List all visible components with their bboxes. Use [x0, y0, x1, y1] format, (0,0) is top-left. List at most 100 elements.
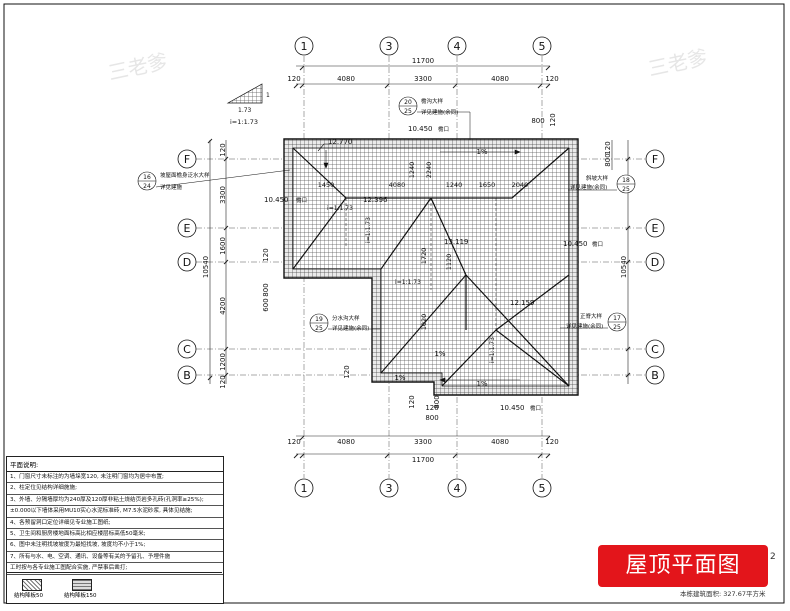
note-line: 6、图中未注明找坡坡度为最短找坡, 坡度均不小于1%;	[7, 540, 223, 552]
note-line: 工时按与各专业施工图配合实施, 严禁事后凿打;	[7, 563, 223, 575]
dim-left-2: 1600	[219, 237, 227, 255]
roof-dim-8: 1020	[420, 314, 428, 331]
roof-dim-3: 1650	[479, 181, 496, 189]
legend: 结构降板50 结构降板150	[6, 572, 222, 603]
axis-label-right-F: F	[652, 153, 658, 166]
dim-top-0: 120	[287, 75, 300, 83]
dim-left-3: 4200	[219, 297, 227, 315]
axis-label-left-B: B	[183, 369, 191, 382]
notes-title: 平面说明:	[7, 457, 223, 472]
axis-label-right-B: B	[651, 369, 659, 382]
building-area: 本栋建筑面积: 327.67平方米	[680, 590, 766, 598]
callout-lm-den: 25	[315, 325, 323, 332]
callout-top-num: 20	[404, 99, 412, 106]
dim-bottom-total: 11700	[412, 456, 434, 464]
axis-label-left-C: C	[183, 343, 191, 356]
note-line: 7、所有与水、电、空调、通讯、设备等有关的予留孔、予埋件施	[7, 552, 223, 564]
roof-dim-7: 1120	[445, 254, 453, 271]
callout-top-den: 25	[404, 108, 412, 115]
callout-rm-title: 正脊大样	[580, 312, 603, 320]
roof-dim-9: 1720	[420, 248, 428, 265]
axis-label-right-E: E	[652, 222, 659, 235]
gradient-2: i=1:1.73	[395, 279, 421, 286]
legend-label-150: 结构降板150	[64, 593, 97, 599]
dim-bottom-2: 3300	[414, 438, 432, 446]
legend-swatch-50	[22, 579, 42, 591]
dim-right-total: 10540	[620, 256, 628, 278]
elev-ridge-mid: 12.396	[363, 196, 388, 204]
notes-table: 平面说明: 1、门窗尺寸未标注的为墙垛宽120, 未注明门窗均为居中布置; 2、…	[6, 456, 224, 604]
axis-label-top-1: 1	[301, 40, 308, 53]
dim-bottom-4: 120	[545, 438, 558, 446]
elev-eave-bottom: 10.450	[500, 404, 525, 412]
dim-bottom-1: 4080	[337, 438, 355, 446]
axis-label-right-C: C	[651, 343, 659, 356]
roof-dim-5: 1240	[408, 162, 416, 179]
note-line: 5、卫生间和厨房楼地面标高比相应楼层标高低50毫米;	[7, 529, 223, 541]
callout-rm-num: 17	[613, 315, 621, 322]
dim-left-inner-0: 120	[262, 248, 270, 261]
svg-text:1: 1	[266, 92, 270, 99]
roof-dim-4: 2040	[512, 181, 529, 189]
elev-eave-right-tag: 檐口	[592, 240, 603, 248]
axis-label-bottom-5: 5	[539, 482, 546, 495]
slope-3: 1%	[434, 350, 445, 358]
drawing-title-badge: 屋顶平面图	[598, 545, 768, 587]
gradient-1: i=1:1.73	[365, 217, 372, 243]
dim-extra-1: 120	[549, 113, 557, 126]
axis-label-top-3: 3	[386, 40, 393, 53]
watermark-left: 三老爹	[106, 49, 170, 85]
callout-lt-title: 坡屋面檐身泛水大样	[160, 171, 210, 179]
elev-eave-left: 10.450	[264, 196, 289, 204]
dim-top-total: 11700	[412, 57, 434, 65]
axis-label-left-E: E	[184, 222, 191, 235]
callout-rt-note: 详见建施(余同)	[570, 183, 607, 191]
note-line: ±0.000以下墙体采用MU10实心水泥标准砖, M7.5水泥砂浆, 具体见结施…	[7, 506, 223, 518]
callout-lt-num: 16	[143, 174, 151, 181]
callout-top-title: 檐沟大样	[421, 97, 444, 105]
dim-left-1: 3300	[219, 186, 227, 204]
callout-lm-num: 19	[315, 316, 323, 323]
svg-text:1.73: 1.73	[238, 107, 252, 114]
axis-label-right-D: D	[651, 256, 659, 269]
dim-left-0: 120	[219, 143, 227, 156]
note-line: 1、门窗尺寸未标注的为墙垛宽120, 未注明门窗均为居中布置;	[7, 472, 223, 484]
dim-bottom-inner-0: 120	[408, 395, 416, 408]
dim-bottom-0: 120	[287, 438, 300, 446]
callout-lt-den: 24	[143, 183, 151, 190]
page-number: 2	[770, 552, 776, 562]
gradient-3: i=1:1.73	[489, 337, 496, 363]
roof-dim-6: 2240	[425, 162, 433, 179]
slope-0: 1%	[476, 148, 487, 156]
watermark-right: 三老爹	[646, 45, 710, 81]
drawing-title: 屋顶平面图	[625, 553, 741, 578]
axis-label-bottom-3: 3	[386, 482, 393, 495]
dim-bottom-inner-1: 800	[433, 395, 441, 408]
roof-dim-2: 1240	[446, 181, 463, 189]
dim-extra-2: 800	[531, 117, 544, 125]
legend-label-50: 结构降板50	[14, 593, 43, 599]
callout-rt-num: 18	[622, 177, 630, 184]
dim-right-0: 120	[604, 141, 612, 154]
callout-rt-den: 25	[622, 186, 630, 193]
dim-top-1: 4080	[337, 75, 355, 83]
callout-rm-note: 详见建施(余同)	[566, 322, 603, 330]
dim-bottom-inner-2: 120	[425, 404, 438, 412]
dim-left-inner-1: 800	[262, 283, 270, 296]
slope-2: 1%	[394, 374, 405, 382]
axis-label-bottom-1: 1	[301, 482, 308, 495]
svg-text:i=1:1.73: i=1:1.73	[230, 118, 258, 126]
axis-label-top-4: 4	[454, 40, 461, 53]
legend-swatch-150	[72, 579, 92, 591]
elev-ridge-top: 12.770	[328, 138, 353, 146]
dim-bottom-inner-3: 800	[425, 414, 438, 422]
axis-label-bottom-4: 4	[454, 482, 461, 495]
dim-bottom-3: 4080	[491, 438, 509, 446]
gradient-0: i=1:1.73	[327, 205, 353, 212]
callout-lm-note: 详见建施(余同)	[332, 324, 369, 332]
callout-rm-den: 25	[613, 324, 621, 331]
slope-triangle: 1 1.73 i=1:1.73	[226, 83, 270, 126]
roof-dim-1: 4080	[389, 181, 406, 189]
